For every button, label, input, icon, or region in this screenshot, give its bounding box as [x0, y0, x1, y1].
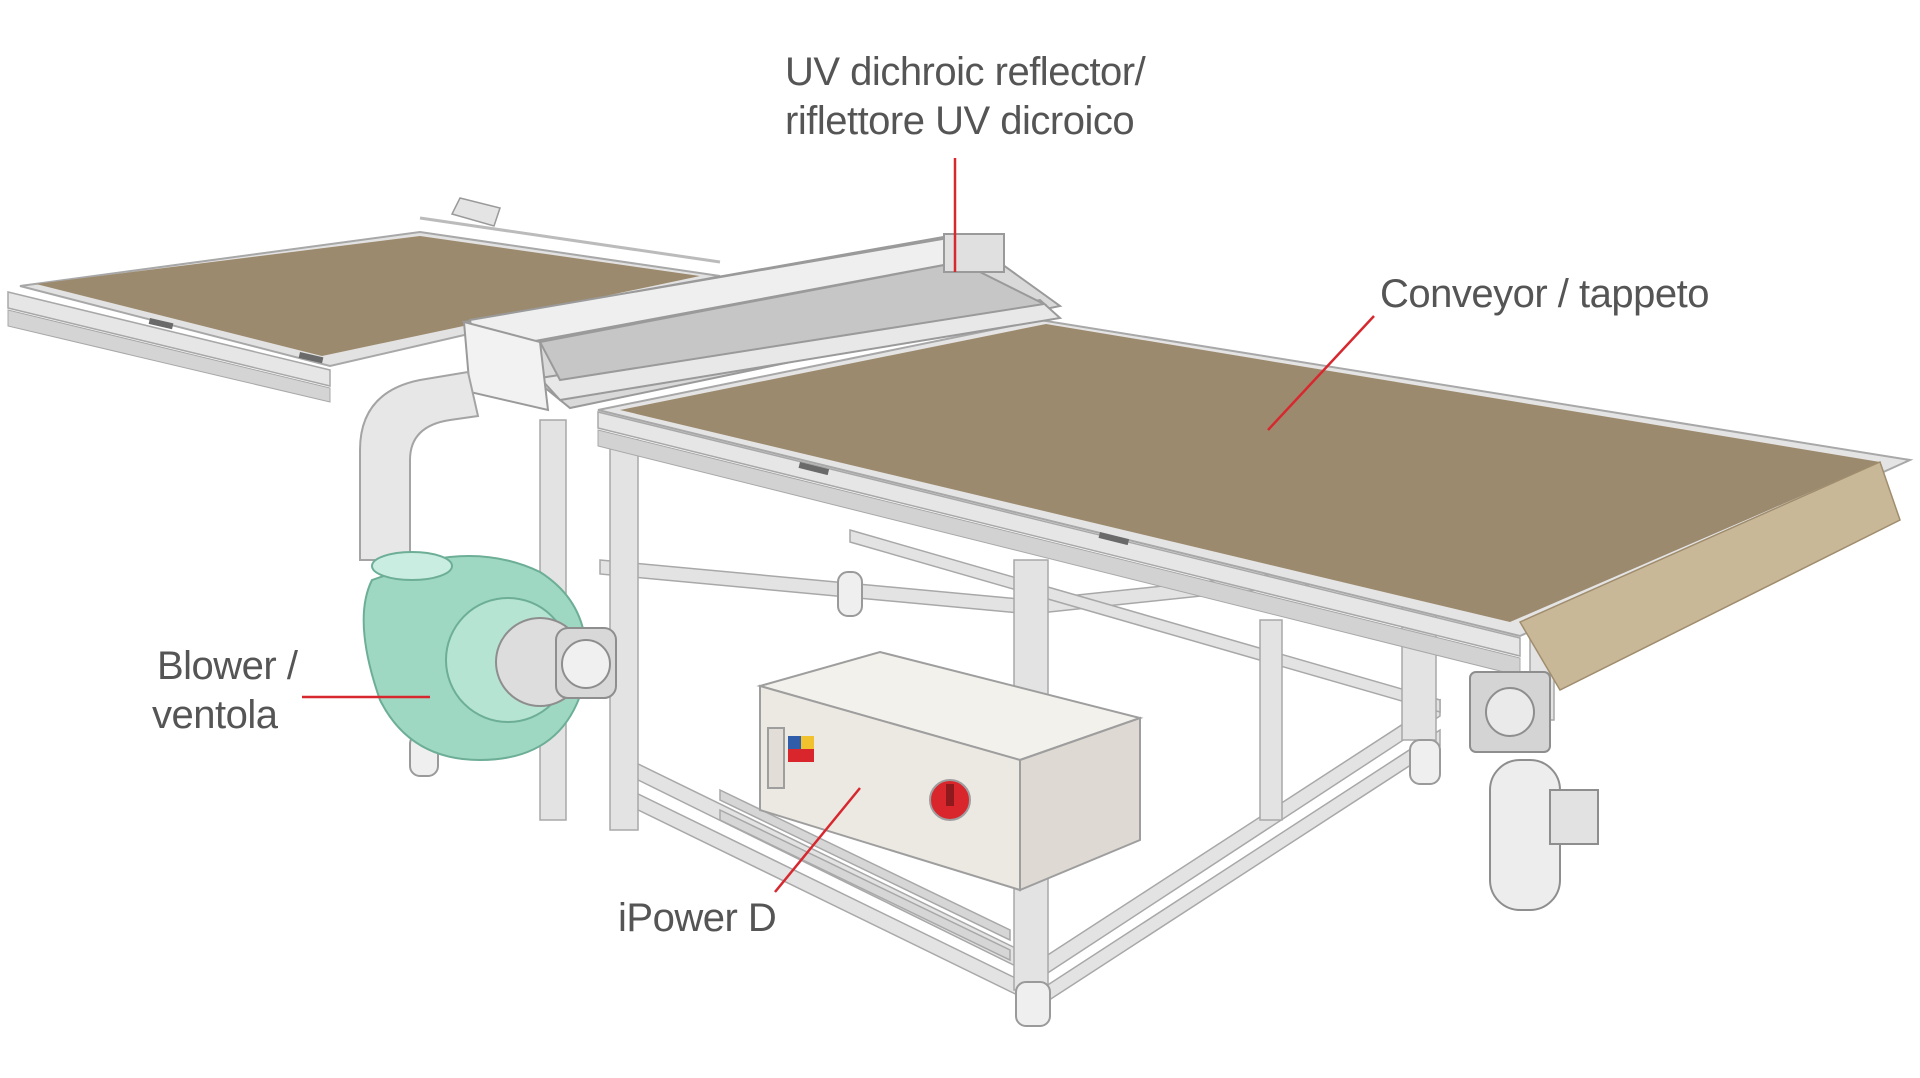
- ipower-label: iPower D: [618, 894, 777, 943]
- blower-label-line2: ventola: [152, 693, 278, 737]
- gear-motor: [1469, 671, 1599, 911]
- blower-fan: [362, 551, 617, 762]
- leader-conveyor: [1267, 315, 1375, 431]
- main-belt-surface: [620, 324, 1880, 622]
- uv-reflector-label-line1: UV dichroic reflector/: [785, 50, 1146, 94]
- ipower-label-line1: iPower D: [618, 896, 777, 940]
- blower-label: Blower / ventola: [152, 642, 298, 740]
- leader-lines: [302, 158, 1375, 893]
- sensor-plate: [450, 197, 501, 227]
- left-belt-surface: [36, 236, 700, 356]
- air-duct: [359, 370, 480, 561]
- uv-reflector-label: UV dichroic reflector/ riflettore UV dic…: [785, 48, 1146, 146]
- uv-reflector-label-line2: riflettore UV dicroico: [785, 99, 1135, 143]
- power-cabinet: [756, 650, 1144, 892]
- conveyor-label-line1: Conveyor / tappeto: [1380, 272, 1710, 316]
- main-conveyor-section: [597, 318, 1914, 691]
- blower-label-line1: Blower /: [156, 644, 298, 688]
- uv-lamp-housing: [461, 232, 1063, 412]
- leader-ipower: [774, 787, 861, 893]
- left-conveyor-section: [7, 197, 721, 403]
- conveyor-label: Conveyor / tappeto: [1380, 270, 1710, 319]
